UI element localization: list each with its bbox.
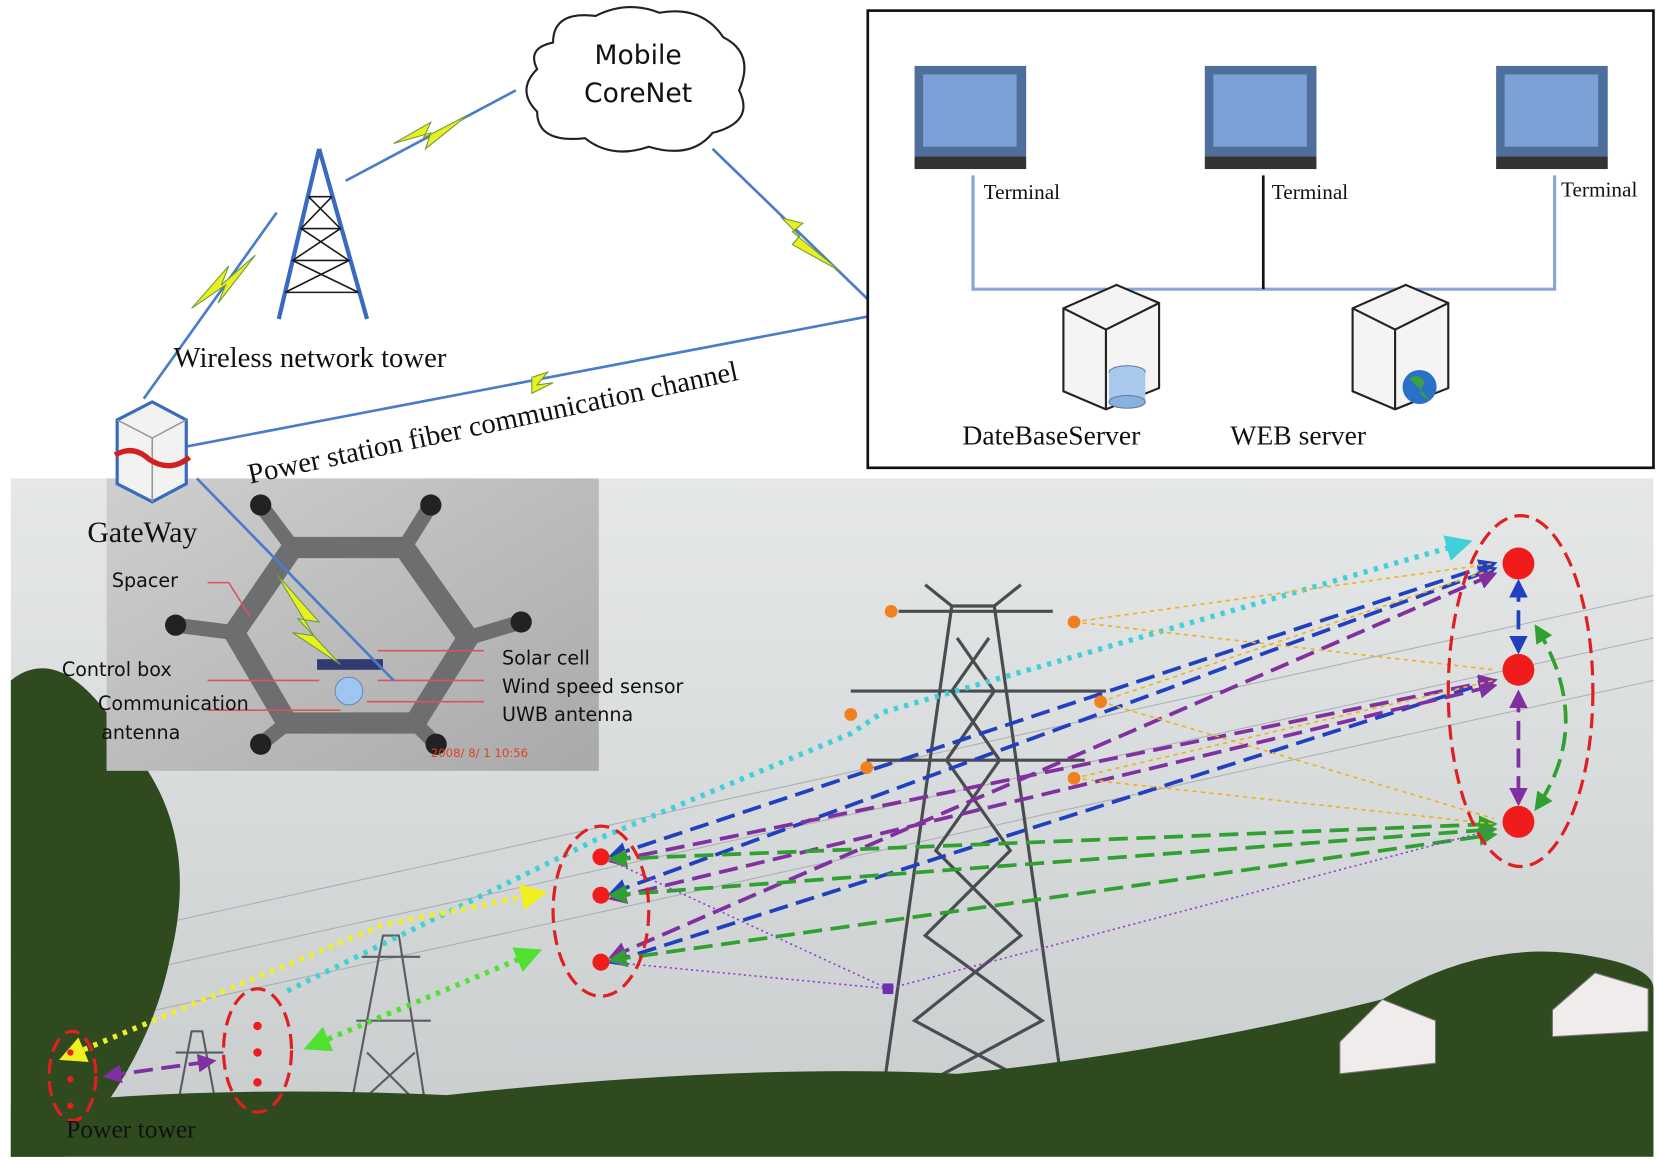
terminal-label-3: Terminal bbox=[1561, 178, 1637, 202]
houses bbox=[1339, 972, 1649, 1075]
mobile-corenet-cloud: Mobile CoreNet bbox=[525, 6, 746, 153]
wind-sensor bbox=[334, 676, 364, 706]
power-tower-label: Power tower bbox=[66, 1115, 196, 1144]
spacer-hexagon bbox=[174, 500, 524, 751]
communication-antenna-label: Communication bbox=[98, 692, 249, 715]
spacer-label: Spacer bbox=[112, 569, 178, 592]
wireless-tower-icon bbox=[276, 148, 370, 320]
control-box-label: Control box bbox=[62, 658, 172, 681]
web-server-label: WEB server bbox=[1230, 419, 1366, 450]
uwb-antenna-label: UWB antenna bbox=[502, 703, 633, 726]
timestamp: 2008/ 8/ 1 10:56 bbox=[431, 746, 528, 760]
web-server-icon bbox=[1351, 283, 1450, 411]
lightning-bolt-icons bbox=[191, 114, 841, 665]
wireless-tower-label: Wireless network tower bbox=[174, 342, 447, 374]
terminal-icon-1 bbox=[914, 65, 1027, 170]
terminal-icon-2 bbox=[1204, 65, 1317, 170]
gateway-label: GateWay bbox=[87, 516, 197, 549]
fiber-channel-label: Power station fiber communication channe… bbox=[245, 355, 741, 490]
database-server-label: DateBaseServer bbox=[962, 419, 1140, 450]
server-room-panel: Terminal Terminal Terminal DateBaseServe… bbox=[866, 9, 1655, 470]
solar-cell-label: Solar cell bbox=[502, 646, 590, 669]
wind-speed-sensor-label: Wind speed sensor bbox=[502, 675, 684, 698]
solar-cell bbox=[317, 659, 383, 670]
terminal-label-2: Terminal bbox=[1272, 180, 1348, 204]
wireless-links bbox=[59, 535, 1568, 1084]
communication-antenna-label-2: antenna bbox=[101, 721, 180, 744]
gateway-icon bbox=[113, 400, 192, 504]
cloud-label-line2: CoreNet bbox=[584, 78, 692, 109]
sensor-nodes bbox=[47, 514, 1595, 1123]
terminal-label-1: Terminal bbox=[984, 180, 1060, 204]
cloud-label-line1: Mobile bbox=[595, 40, 682, 71]
terminal-icon-3 bbox=[1496, 65, 1608, 170]
spacer-inset: Spacer Control box Communication antenna… bbox=[62, 478, 684, 771]
database-server-icon bbox=[1062, 283, 1161, 411]
